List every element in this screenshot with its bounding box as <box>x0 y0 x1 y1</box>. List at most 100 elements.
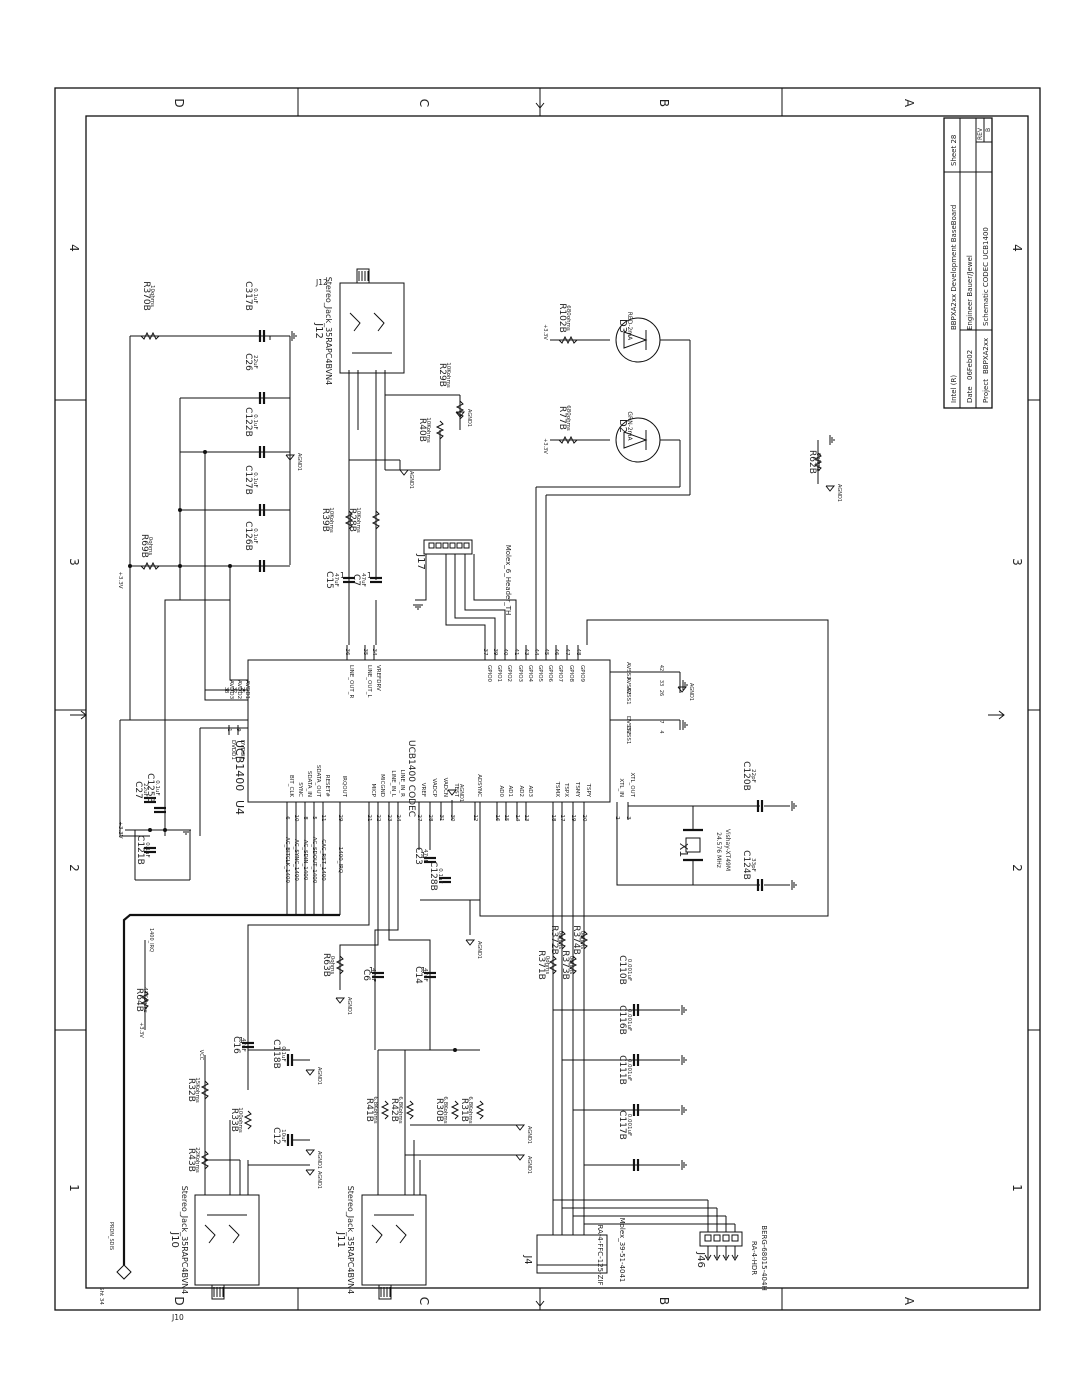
pin-name: XTL_IN <box>618 778 624 797</box>
component-ref: D2 <box>617 419 628 433</box>
component-value: 10Kohms <box>328 507 334 533</box>
component-ref: C111B <box>617 1055 627 1085</box>
agnd-symbol: AGND1 <box>465 939 482 959</box>
component-value: 0.001uF <box>626 1059 632 1081</box>
board-name: BBPXA2xx Development BaseBoard <box>950 205 958 330</box>
pin-number: 23 <box>386 815 392 822</box>
component-value: 0.001uF <box>626 1009 632 1031</box>
zone-number: 1 <box>67 1184 81 1192</box>
pin-name: VADCP <box>431 778 437 797</box>
pin-name: AVSS3 <box>625 662 631 680</box>
component-value: 6.8Kohms <box>372 1096 378 1123</box>
agnd-symbol: AGND1 <box>305 1169 322 1189</box>
component-ref: C128B <box>428 861 438 891</box>
component-value: 47uF <box>422 968 428 982</box>
component-value: 47Kohms <box>142 987 148 1013</box>
pin-name: GPIO2 <box>506 665 512 682</box>
component-value: 33pF <box>750 858 756 872</box>
component-ref: C15 <box>324 571 334 589</box>
component-ref: C124B <box>741 850 751 880</box>
pin-number: 25 <box>239 687 245 693</box>
net-label: VCC <box>198 1050 204 1061</box>
pin-name: SDATA_IN <box>306 771 312 797</box>
component-value: 22uF <box>142 783 148 797</box>
component-ref: R102B <box>557 303 567 333</box>
pin-number: 10 <box>293 815 299 822</box>
label: 1 <box>340 571 345 580</box>
label: 1 <box>421 851 426 860</box>
zone-letter: A <box>902 1297 916 1306</box>
zone-number: 4 <box>67 244 81 252</box>
component-ref: C118B <box>271 1039 281 1069</box>
title-block: Intel (R)BBPXA2xx Development BaseBoardS… <box>943 117 993 409</box>
component-value: 100ohms <box>237 1107 243 1133</box>
component-value: 6.8Kohms <box>442 1096 448 1123</box>
component-value: 0ohms <box>544 956 550 975</box>
pin-number: 37 <box>482 649 488 656</box>
component-value: 47uF <box>360 573 366 587</box>
component-ref: R69B <box>139 534 149 558</box>
component-ref: X1 <box>677 843 690 858</box>
component-value: 22Kohms <box>194 1147 200 1173</box>
pin-name: SDATA_OUT <box>315 765 321 798</box>
ground-symbol <box>291 331 297 341</box>
agnd-symbol: AGND1 <box>825 484 842 502</box>
component-value: Stereo_Jack_35RAPC4BVN4 <box>346 1186 355 1295</box>
label: J10 <box>171 1313 184 1322</box>
component-value: 0.001uF <box>626 1114 632 1136</box>
outer-frame <box>54 87 1041 1311</box>
component-value: 22uF <box>252 355 258 369</box>
pin-name: AD2 <box>518 786 524 798</box>
pin-name: AD1 <box>507 786 513 798</box>
component-value: 0ohms <box>147 537 153 556</box>
agnd-label: AGND1 <box>296 453 302 471</box>
component-ref: C110B <box>617 955 627 985</box>
pin-number: 38 <box>223 687 229 693</box>
ground-symbol <box>681 1005 687 1015</box>
component-value: Molex_6_Header_TH <box>504 545 512 616</box>
component-ref: C121B <box>135 835 145 865</box>
component-value: 680ohms <box>565 405 571 431</box>
component-ref: J17 <box>415 553 426 570</box>
pin-number: 18 <box>550 815 556 822</box>
component-value: 0.1uF <box>144 842 150 857</box>
pin-name: VREF <box>420 783 426 797</box>
pin-name: MICP <box>370 783 376 797</box>
zone-letter: A <box>902 99 916 108</box>
component-value: RA-4-HDR <box>750 1241 758 1275</box>
net-label: +3.3V <box>117 821 123 838</box>
component-value: 10uF <box>280 1129 286 1143</box>
pin-name: TSPX <box>563 782 569 797</box>
net-label: Sht 34 <box>98 1287 104 1305</box>
component-value: 0.1uF <box>252 528 258 543</box>
schematic-title: Schematic CODEC UCB1400 <box>982 227 990 326</box>
component-value: Stereo_Jack_35RAPC4BVN4 <box>180 1186 189 1295</box>
header-j17: J17 Molex_6_Header_TH <box>415 539 512 616</box>
ground-symbol <box>413 604 423 610</box>
component-ref: R372B <box>549 925 559 955</box>
agnd-symbol: AGND1 <box>305 1067 322 1085</box>
component-ref: R42B <box>389 1098 399 1122</box>
component-value: 0ohms <box>568 956 574 975</box>
zone-number: 2 <box>1010 864 1024 872</box>
pin-name: LINE_IN_R <box>399 770 405 798</box>
agnd-label: AGND1 <box>526 1126 532 1144</box>
component-ref: J12 <box>313 322 324 339</box>
agnd-symbol: AGND1 <box>447 784 464 802</box>
zone-number: 3 <box>67 558 81 566</box>
